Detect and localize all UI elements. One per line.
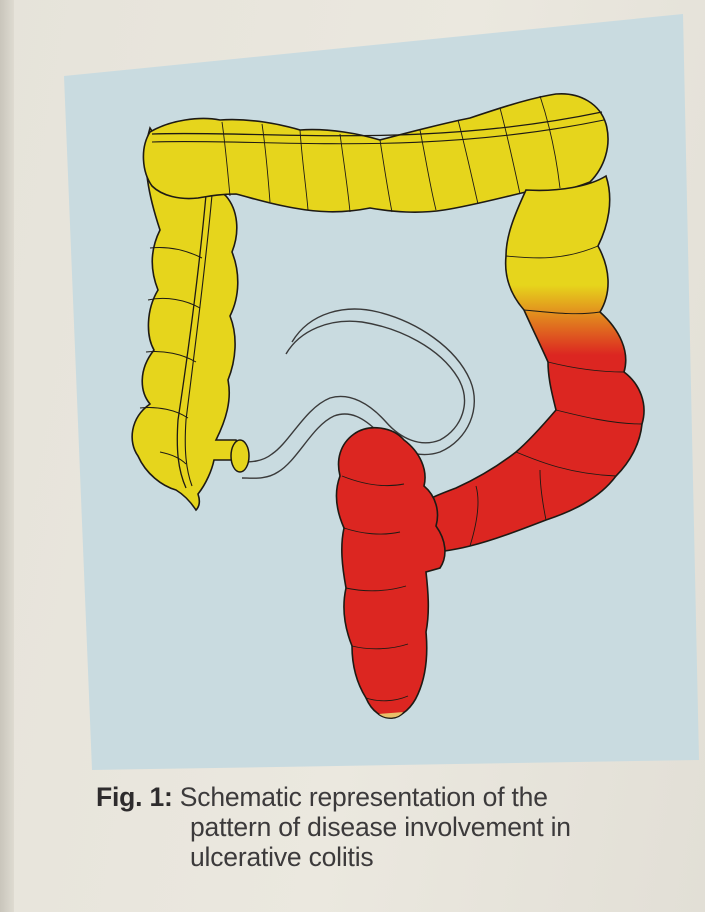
caption-line-1: Schematic representation of the <box>180 782 548 812</box>
figure-label: Fig. 1: <box>96 782 173 812</box>
caption-first-line: Fig. 1: Schematic representation of the <box>96 782 676 812</box>
appendix-stub-end <box>231 440 249 472</box>
caption-line-3: ulcerative colitis <box>96 842 676 872</box>
caption-line-2: pattern of disease involvement in <box>96 812 676 842</box>
figure-caption: Fig. 1: Schematic representation of the … <box>96 782 676 872</box>
